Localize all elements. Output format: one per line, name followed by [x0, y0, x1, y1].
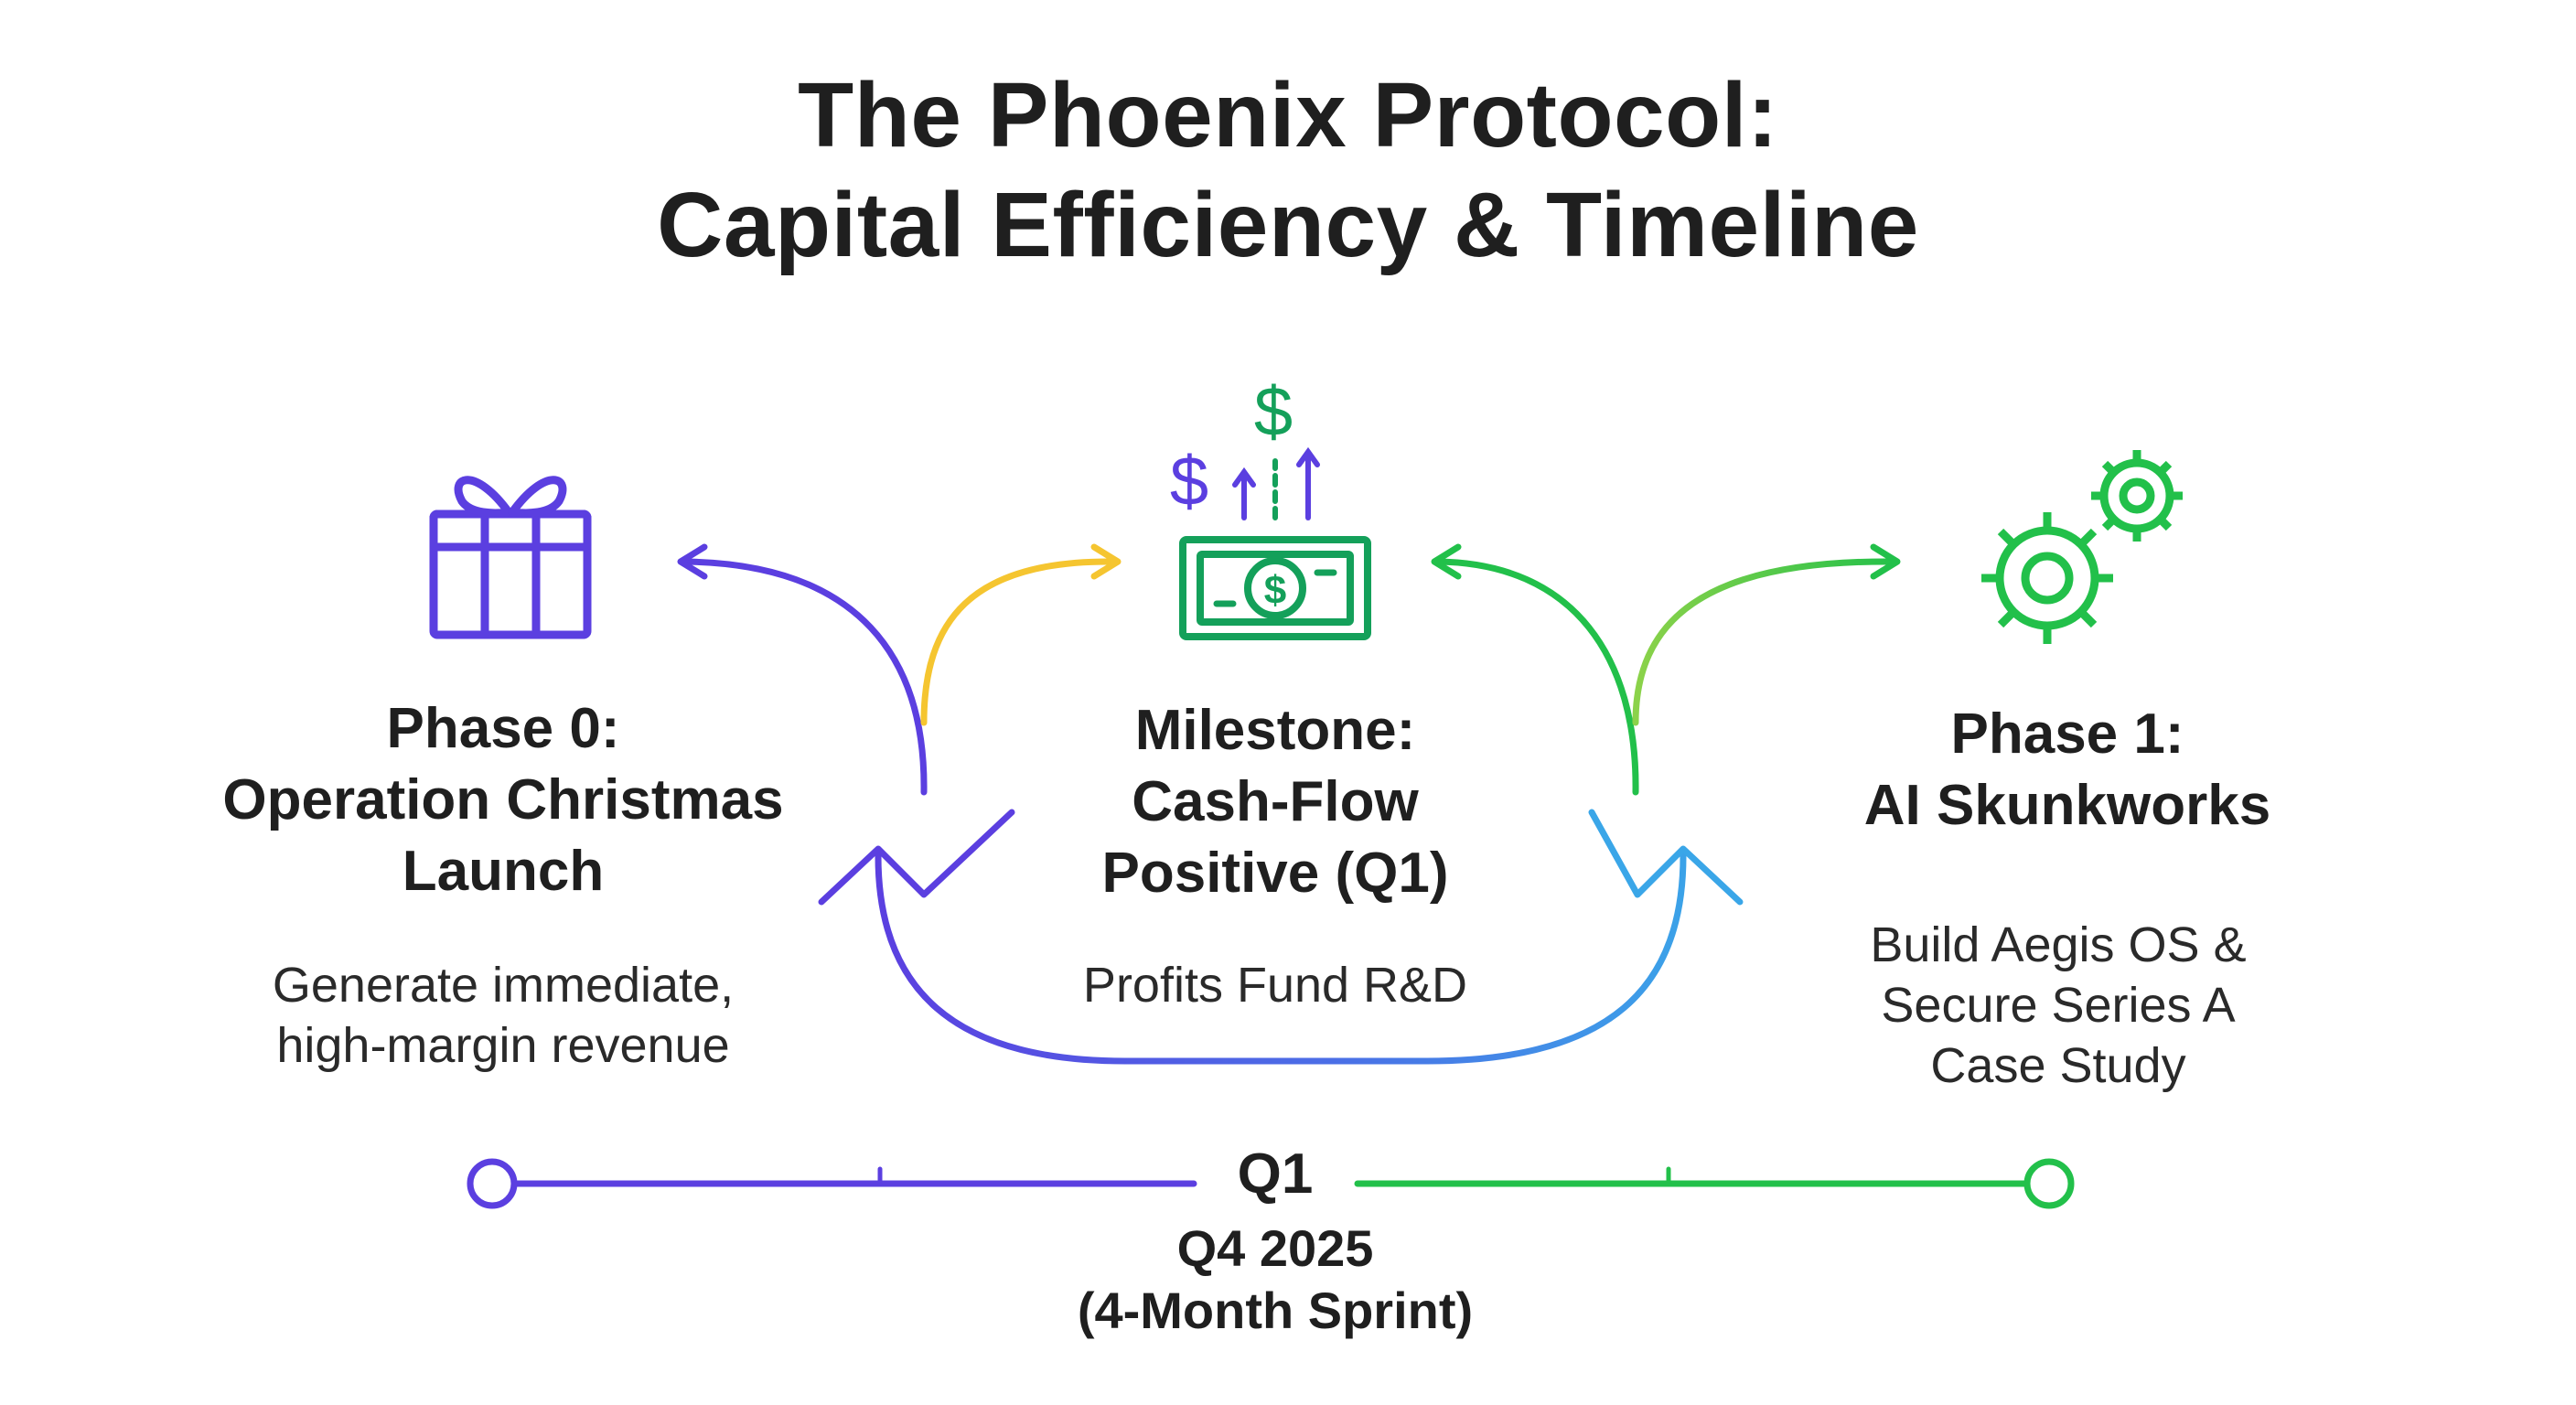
- timeline-start-marker: [467, 1158, 518, 1209]
- milestone-desc-line: Profits Fund R&D: [1082, 958, 1468, 1013]
- phase0-title-line: Phase 0:: [386, 697, 620, 760]
- dollar-up-arrows-icon: $ $: [1170, 373, 1320, 520]
- svg-text:$: $: [1254, 373, 1293, 451]
- milestone-title-line: Milestone:: [1134, 699, 1416, 762]
- gears-icon: [1981, 450, 2183, 644]
- phase0-title: Phase 0: Operation Christmas Launch: [165, 693, 842, 907]
- svg-text:$: $: [1170, 443, 1208, 520]
- milestone-description: Profits Fund R&D: [1001, 955, 1550, 1015]
- phase1-title-line: AI Skunkworks: [1863, 774, 2271, 837]
- phase1-title-line: Phase 1:: [1950, 702, 2184, 766]
- phase1-desc-line: Secure Series A: [1881, 978, 2236, 1033]
- page-title-line-2: Capital Efficiency & Timeline: [657, 174, 1919, 276]
- milestone-title: Milestone: Cash-Flow Positive (Q1): [1001, 695, 1550, 909]
- phase0-description: Generate immediate, high-margin revenue: [165, 955, 842, 1076]
- timeline: [467, 1158, 2075, 1209]
- phase1-description: Build Aegis OS & Secure Series A Case St…: [1756, 915, 2360, 1096]
- phase0-desc-line: high-margin revenue: [276, 1018, 730, 1073]
- gift-icon: [429, 476, 592, 639]
- milestone-title-line: Cash-Flow: [1132, 770, 1419, 833]
- arrow-to-phase0: [677, 543, 928, 796]
- phase1-desc-line: Build Aegis OS &: [1870, 917, 2247, 972]
- phase0-title-line: Operation Christmas: [222, 768, 784, 831]
- arrow-to-milestone-left: [920, 543, 1122, 726]
- phase0-desc-line: Generate immediate,: [272, 958, 735, 1013]
- timeline-end-marker: [2023, 1158, 2075, 1209]
- feedback-loop: [818, 809, 1744, 1065]
- timeline-period-sub: (4-Month Sprint): [1077, 1282, 1474, 1339]
- milestone-title-line: Positive (Q1): [1101, 842, 1449, 905]
- phase1-desc-line: Case Study: [1930, 1038, 2186, 1093]
- timeline-period-label: Q4 2025: [1176, 1219, 1374, 1277]
- cash-icon: $: [1179, 536, 1371, 640]
- phase0-title-line: Launch: [402, 840, 605, 903]
- arrow-to-phase1: [1632, 543, 1901, 726]
- phase1-title: Phase 1: AI Skunkworks: [1756, 699, 2378, 842]
- page-title-line-1: The Phoenix Protocol:: [798, 64, 1778, 166]
- svg-text:$: $: [1264, 568, 1286, 613]
- timeline-center-label: Q1: [1237, 1142, 1314, 1206]
- arrow-to-milestone-right: [1431, 543, 1639, 796]
